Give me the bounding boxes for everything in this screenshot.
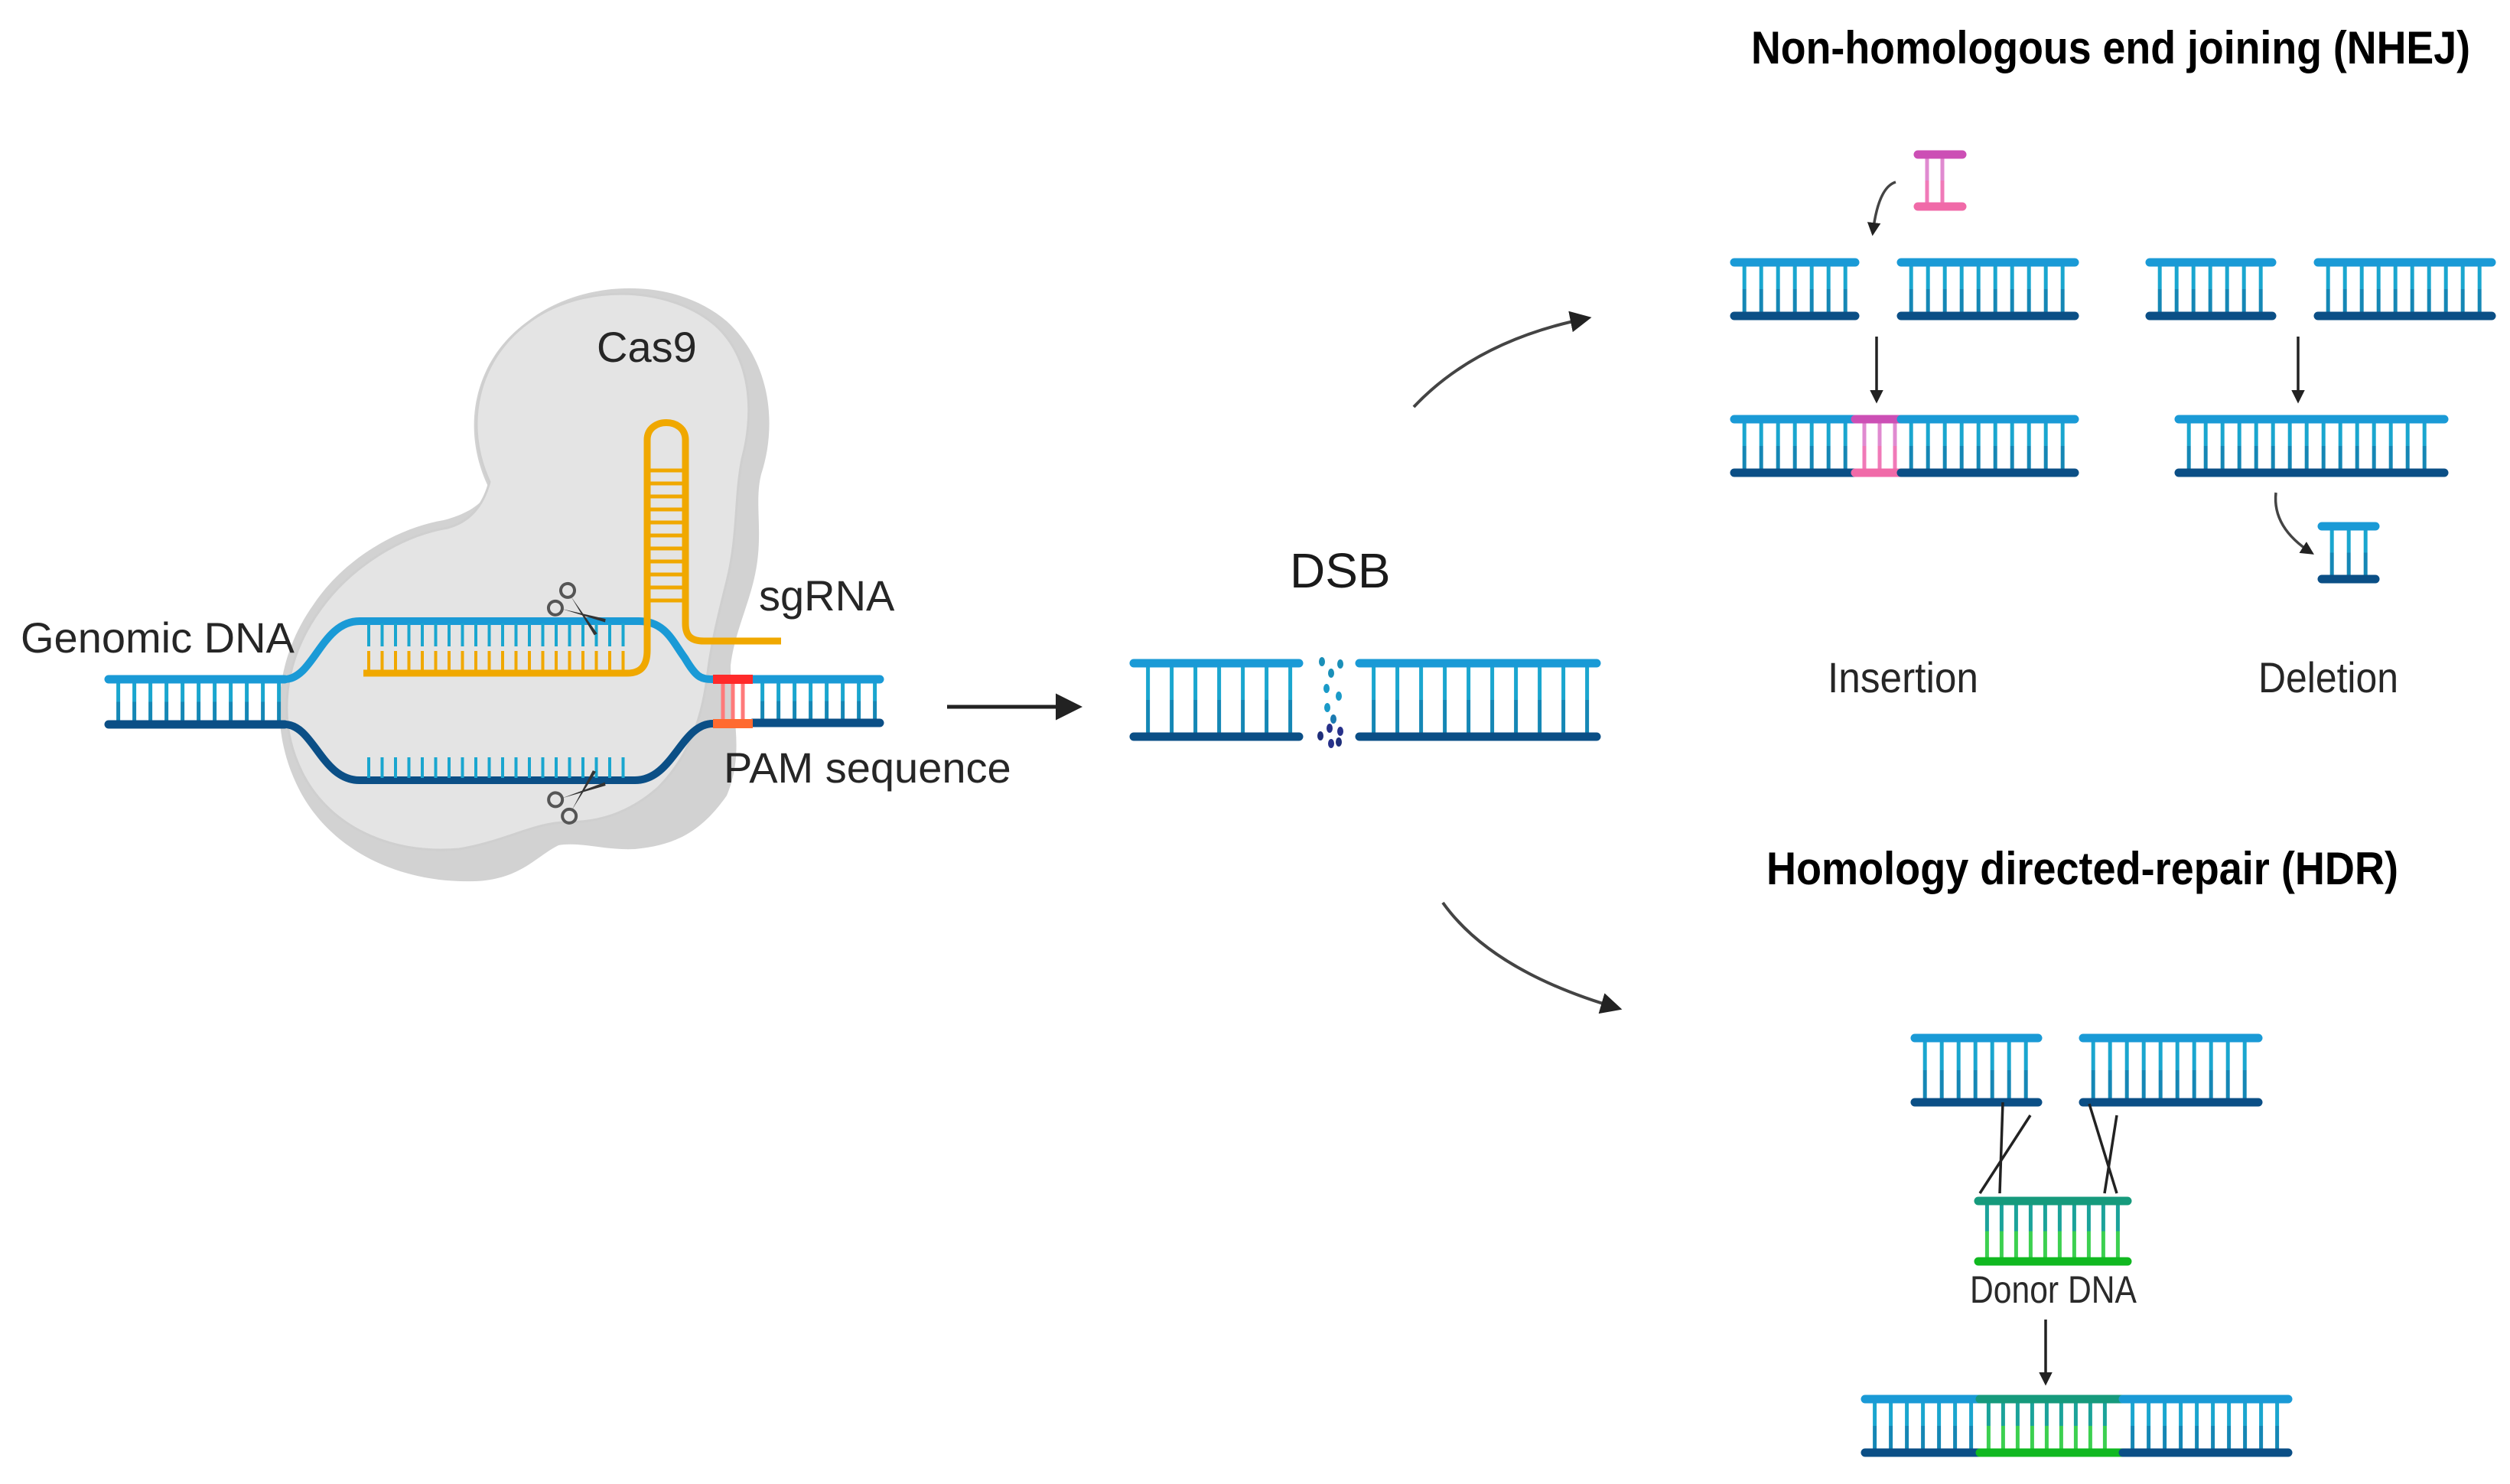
inserted-fragment (1913, 150, 1967, 211)
dsb-left-fragment (1129, 659, 1304, 741)
debris-particle (1317, 731, 1323, 740)
nhej-insertion-right-fragment (1896, 258, 2079, 321)
nhej-deletion-right-fragment (2313, 258, 2496, 321)
cas9-body (285, 292, 750, 851)
nhej-insertion-left-fragment (1730, 258, 1860, 321)
deletion-result (2174, 415, 2449, 477)
dsb-debris (1317, 657, 1343, 748)
hdr-left-fragment (1910, 1033, 2043, 1107)
arrow-deleted-fragment (2274, 492, 2314, 555)
nhej-title: Non-homologous end joining (NHEJ) (1751, 22, 2470, 73)
debris-particle (1327, 724, 1333, 733)
genomic-dna-label: Genomic DNA (21, 613, 295, 662)
debris-particle (1328, 669, 1334, 678)
donor-dna-label: Donor DNA (1970, 1268, 2137, 1311)
debris-particle (1328, 739, 1334, 748)
non-target-strand (284, 720, 714, 784)
insertion-label: Insertion (1828, 653, 1978, 701)
debris-particle (1336, 737, 1342, 747)
hdr-title: Homology directed-repair (HDR) (1766, 843, 2398, 894)
pam-sequence-label: PAM sequence (724, 744, 1011, 792)
debris-particle (1319, 657, 1325, 666)
deletion-label: Deletion (2258, 653, 2398, 701)
hdr-diagram (1861, 1033, 2293, 1457)
genomic-dna-complex (104, 419, 884, 784)
hdr-result-left (1861, 1395, 1984, 1457)
debris-particle (1330, 714, 1336, 724)
debris-particle (1336, 692, 1342, 701)
nhej-deletion-left-fragment (2145, 258, 2277, 321)
debris-particle (1324, 703, 1330, 712)
arrow-to-nhej (1412, 311, 1592, 408)
debris-particle (1323, 684, 1330, 693)
sgrna-label: sgRNA (759, 571, 895, 620)
target-strand (284, 617, 714, 683)
arrow-to-hdr (1441, 901, 1623, 1014)
genomic-dna-left (104, 675, 289, 729)
genomic-dna-right (748, 675, 884, 727)
crossover-lines (1978, 1102, 2118, 1194)
pam-sequence (713, 675, 753, 728)
dsb-dna (1129, 659, 1601, 741)
scissors-icon-top (546, 581, 606, 636)
cas9-protein (279, 288, 770, 882)
insertion-result-right (1896, 415, 2079, 477)
sgrna-strand (363, 419, 781, 677)
hdr-result-right (2118, 1395, 2293, 1457)
donor-dna (1974, 1196, 2132, 1266)
insertion-result-left (1730, 415, 1860, 477)
dsb-label: DSB (1290, 543, 1391, 598)
arrow-insert-fragment (1867, 181, 1896, 236)
hdr-right-fragment (2079, 1033, 2263, 1107)
scissors-icon-bottom (547, 770, 606, 825)
insertion-result-insert (1851, 415, 1906, 477)
hdr-result-donor (1975, 1395, 2127, 1457)
deleted-fragment (2317, 522, 2380, 584)
cas9-label: Cas9 (597, 323, 697, 371)
nhej-diagram (1730, 150, 2496, 584)
debris-particle (1337, 727, 1343, 736)
dsb-right-fragment (1355, 659, 1601, 741)
debris-particle (1337, 659, 1343, 669)
